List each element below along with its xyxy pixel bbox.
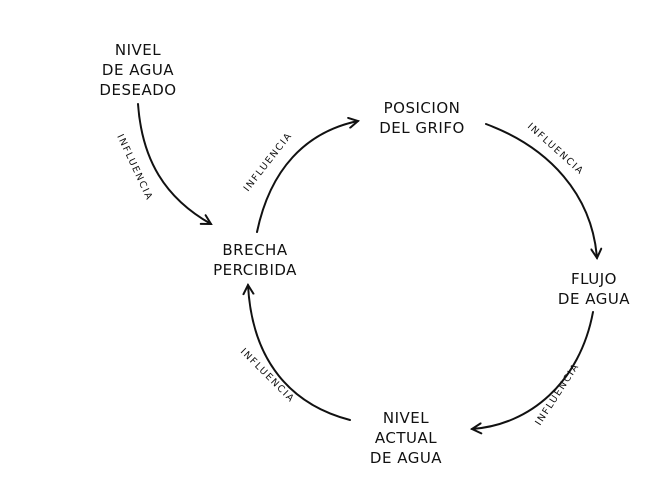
node-line: DESEADO: [99, 81, 176, 99]
node-line: POSICION: [384, 99, 461, 117]
node-line: BRECHA: [222, 241, 287, 259]
arrow-flow-to-actual: [472, 311, 594, 429]
svg-text:FLUJO: FLUJO: [571, 270, 617, 288]
svg-text:POSICION: POSICION: [384, 99, 461, 117]
svg-text:NIVEL: NIVEL: [115, 41, 161, 59]
svg-text:DE AGUA: DE AGUA: [102, 61, 174, 79]
node-line: DE AGUA: [370, 449, 442, 467]
edge-label-flow-to-actual: INFLUENCIA: [533, 361, 582, 428]
node-water-flow: FLUJO DE AGUA: [558, 270, 630, 308]
node-line: PERCIBIDA: [213, 261, 297, 279]
edge-label-actual-to-gap: INFLUENCIA: [238, 346, 297, 405]
svg-text:NIVEL: NIVEL: [383, 409, 429, 427]
svg-text:DE AGUA: DE AGUA: [558, 290, 630, 308]
node-line: ACTUAL: [375, 429, 437, 447]
node-line: DEL GRIFO: [379, 119, 465, 137]
arrow-gap-to-faucet: [256, 121, 358, 233]
node-line: FLUJO: [571, 270, 617, 288]
arrow-faucet-to-flow: [485, 123, 597, 258]
node-desired-water-level: NIVEL DE AGUA DESEADO: [99, 41, 176, 99]
svg-text:ACTUAL: ACTUAL: [375, 429, 437, 447]
node-actual-water-level: NIVEL ACTUAL DE AGUA: [370, 409, 442, 467]
edge-label-desired-to-gap: INFLUENCIA: [114, 133, 154, 203]
edge-label-gap-to-faucet: INFLUENCIA: [242, 130, 295, 194]
node-line: DE AGUA: [558, 290, 630, 308]
node-perceived-gap: BRECHA PERCIBIDA: [213, 241, 297, 279]
node-faucet-position: POSICION DEL GRIFO: [379, 99, 465, 137]
svg-text:PERCIBIDA: PERCIBIDA: [213, 261, 297, 279]
node-line: NIVEL: [383, 409, 429, 427]
svg-text:DEL GRIFO: DEL GRIFO: [379, 119, 465, 137]
svg-text:DESEADO: DESEADO: [99, 81, 176, 99]
node-line: NIVEL: [115, 41, 161, 59]
svg-text:DE AGUA: DE AGUA: [370, 449, 442, 467]
arrow-actual-to-gap: [248, 285, 351, 421]
node-line: DE AGUA: [102, 61, 174, 79]
svg-text:BRECHA: BRECHA: [222, 241, 287, 259]
arrow-desired-to-gap: [137, 103, 211, 224]
